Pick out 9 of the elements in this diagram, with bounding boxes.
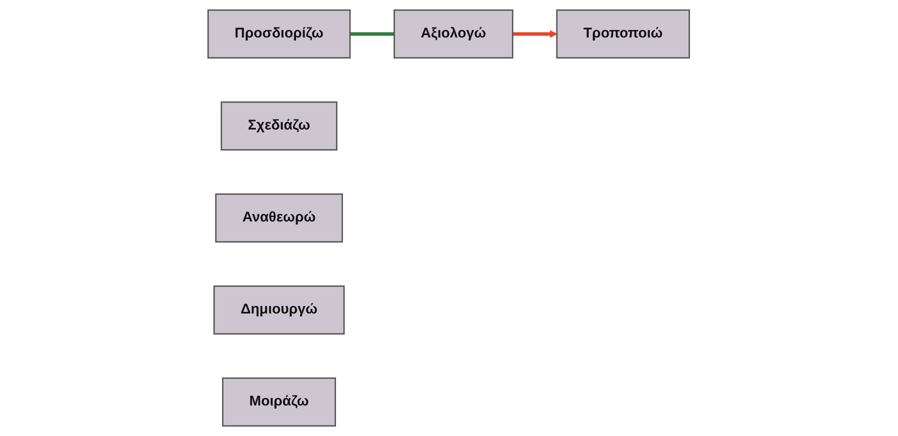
- node-box: Προσδιορίζω: [208, 9, 351, 59]
- node-box: Μοιράζω: [222, 377, 336, 427]
- connector: [350, 32, 395, 36]
- node-box: Αναθεωρώ: [216, 193, 344, 243]
- node-box: Δημιουργώ: [214, 285, 346, 335]
- node-box: Τροποποιώ: [556, 9, 690, 59]
- arrow: [512, 30, 558, 38]
- node-box: Σχεδιάζω: [221, 101, 338, 151]
- node-box: Αξιολογώ: [394, 9, 514, 59]
